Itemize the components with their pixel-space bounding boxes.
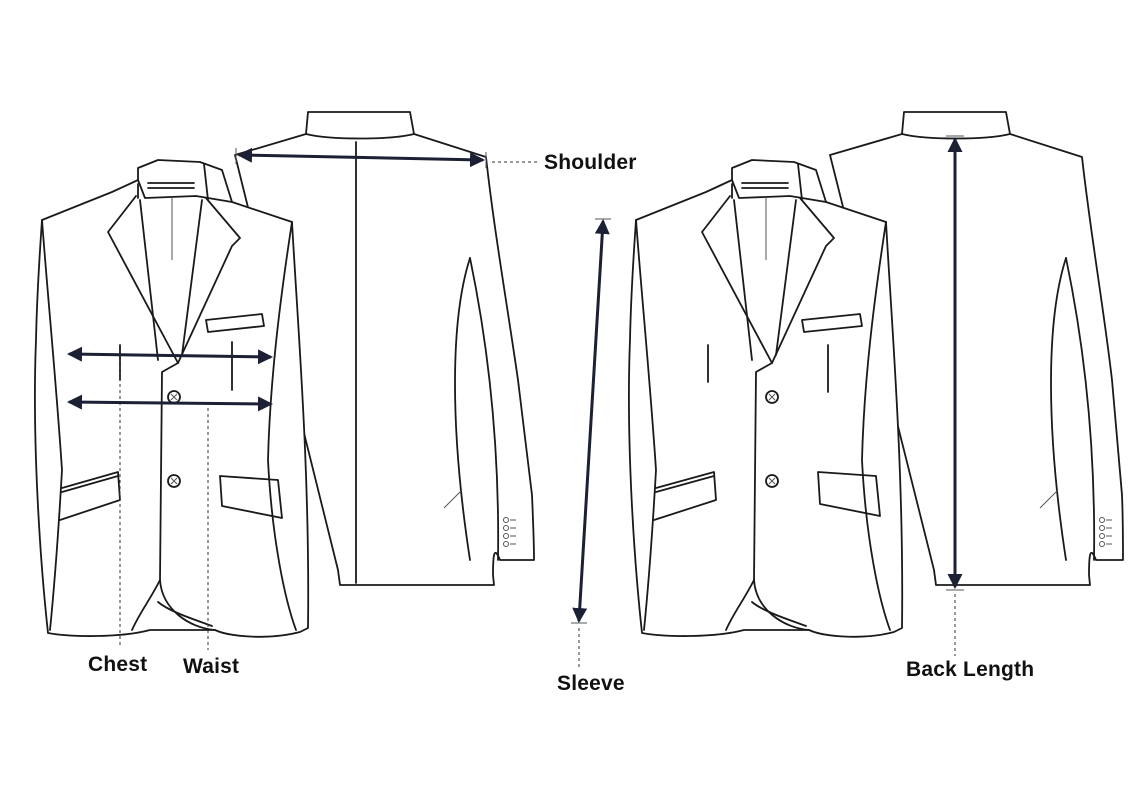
jacket-front-view-right: [628, 159, 904, 638]
jacket-back-view-left: [234, 111, 535, 586]
back-length-measure-line: [946, 135, 964, 656]
cuff-buttons-left: [503, 517, 516, 547]
cuff-buttons-right: [1099, 517, 1112, 547]
jacket-back-view-right: [829, 111, 1124, 586]
waist-measure-line: [67, 394, 273, 650]
shoulder-measure-line: [235, 147, 540, 168]
chest-label: Chest: [88, 653, 148, 676]
sleeve-measure-line: [571, 218, 611, 668]
waist-label: Waist: [183, 655, 240, 678]
jacket-front-view-left: [34, 159, 310, 638]
shoulder-label: Shoulder: [544, 151, 637, 174]
back-length-label: Back Length: [906, 658, 1035, 681]
sleeve-label: Sleeve: [557, 672, 625, 695]
